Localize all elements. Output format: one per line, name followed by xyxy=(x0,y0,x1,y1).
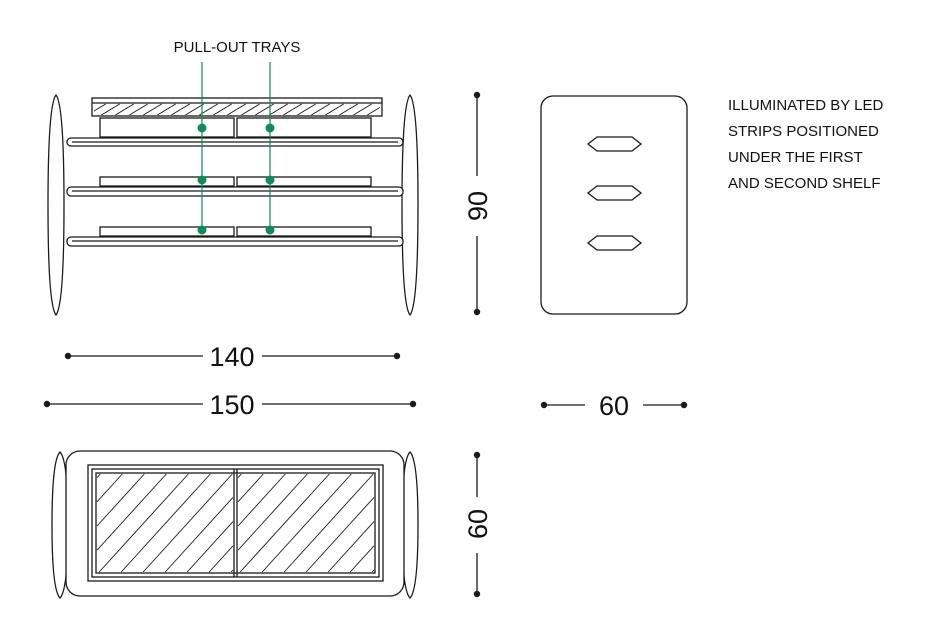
overall-width-value: 150 xyxy=(209,390,254,420)
plan-depth-dimension: 60 xyxy=(463,451,493,598)
tray-marker-dot xyxy=(265,123,275,133)
inner-width-value: 140 xyxy=(209,342,254,372)
front-elevation: PULL-OUT TRAYS xyxy=(47,39,419,317)
plan-depth-value: 60 xyxy=(463,509,493,539)
led-note-line-4: AND SECOND SHELF xyxy=(728,175,881,192)
overall-width-dimension: 150 xyxy=(43,390,417,420)
shelf-3 xyxy=(66,236,404,247)
tray-marker-dot xyxy=(197,123,207,133)
plan-glass-frame xyxy=(87,464,384,582)
shelf-1 xyxy=(66,137,404,147)
led-note: ILLUMINATED BY LED STRIPS POSITIONED UND… xyxy=(728,97,883,192)
plan-glass-left xyxy=(96,473,234,573)
plan-outer-frame xyxy=(65,450,405,597)
left-leg xyxy=(47,93,65,317)
tray-marker-dot xyxy=(265,175,275,185)
shelf-2 xyxy=(66,186,404,197)
plan-glass-right xyxy=(237,473,375,573)
side-depth-dimension: 60 xyxy=(540,391,688,421)
tray-marker-dot xyxy=(197,175,207,185)
tray-marker-dot xyxy=(197,225,207,235)
front-height-dimension: 90 xyxy=(463,91,493,316)
top-tray-right xyxy=(236,117,372,138)
led-note-line-3: UNDER THE FIRST xyxy=(728,149,863,166)
front-height-value: 90 xyxy=(463,191,493,221)
middle-tray-right xyxy=(236,176,372,187)
led-note-line-1: ILLUMINATED BY LED xyxy=(728,97,883,114)
side-elevation xyxy=(540,95,688,315)
bottom-tray-right xyxy=(236,226,372,237)
tray-marker-dots xyxy=(197,123,275,235)
tray-marker-dot xyxy=(265,225,275,235)
side-panel xyxy=(540,95,688,315)
side-depth-value: 60 xyxy=(599,391,629,421)
side-slot-2 xyxy=(586,185,643,201)
top-tray-left xyxy=(99,117,235,138)
middle-tray-left xyxy=(99,176,235,187)
top-glass-panel xyxy=(91,97,383,117)
inner-width-dimension: 140 xyxy=(64,342,401,372)
plan-view xyxy=(51,450,419,599)
side-slot-1 xyxy=(586,136,643,152)
side-slot-3 xyxy=(586,235,643,251)
pull-out-trays-label: PULL-OUT TRAYS xyxy=(174,39,301,56)
led-note-line-2: STRIPS POSITIONED xyxy=(728,123,879,140)
bottom-tray-left xyxy=(99,226,235,237)
right-leg xyxy=(401,93,419,317)
